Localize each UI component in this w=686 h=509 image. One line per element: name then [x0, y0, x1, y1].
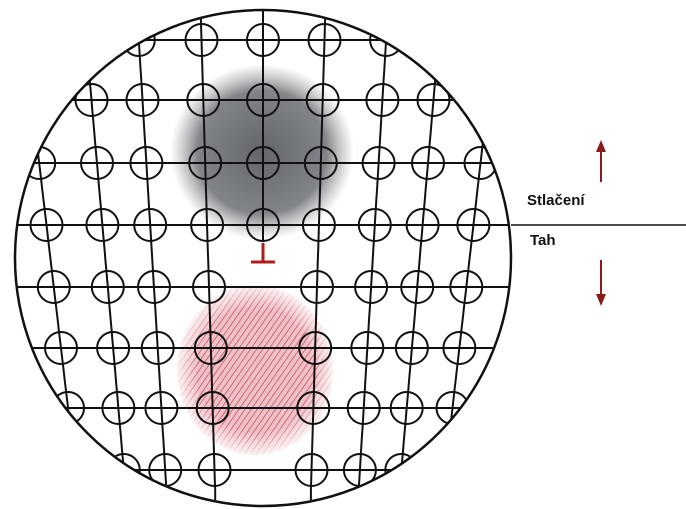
lattice-column [85, 0, 126, 500]
lattice-atom [491, 392, 523, 424]
lattice-column [495, 0, 564, 500]
tension-label: Tah [530, 232, 556, 249]
compression-label: Stlačení [527, 192, 585, 209]
lattice-atom [500, 332, 532, 364]
lattice-column [359, 0, 388, 500]
lattice-atom [423, 24, 455, 56]
lattice-atom [546, 24, 578, 56]
lattice-column [443, 0, 497, 500]
lattice-atom [482, 454, 514, 486]
arrow-down-icon [596, 260, 606, 306]
lattice-atom [0, 209, 8, 241]
lattice-atom [3, 392, 35, 424]
lattice-column [311, 0, 325, 500]
lattice-atom [0, 332, 26, 364]
lattice-atom [537, 84, 569, 116]
lattice-atom [0, 271, 17, 303]
lattice-atom [429, 454, 461, 486]
lattice-atom [9, 24, 41, 56]
lattice-atom [472, 84, 504, 116]
lattice-atom [528, 147, 560, 179]
lattice-atom [509, 271, 541, 303]
lattice-column [22, 0, 77, 500]
lattice-column [400, 0, 441, 500]
lattice-atom [479, 24, 511, 56]
lattice-atom [12, 454, 44, 486]
lattice-atom [16, 84, 48, 116]
arrow-up-icon [596, 140, 606, 182]
edge-dislocation-symbol [251, 243, 275, 262]
lattice-atom [70, 24, 102, 56]
lattice-column [138, 0, 167, 500]
tension-zone [175, 283, 335, 457]
lattice-atom [59, 454, 91, 486]
